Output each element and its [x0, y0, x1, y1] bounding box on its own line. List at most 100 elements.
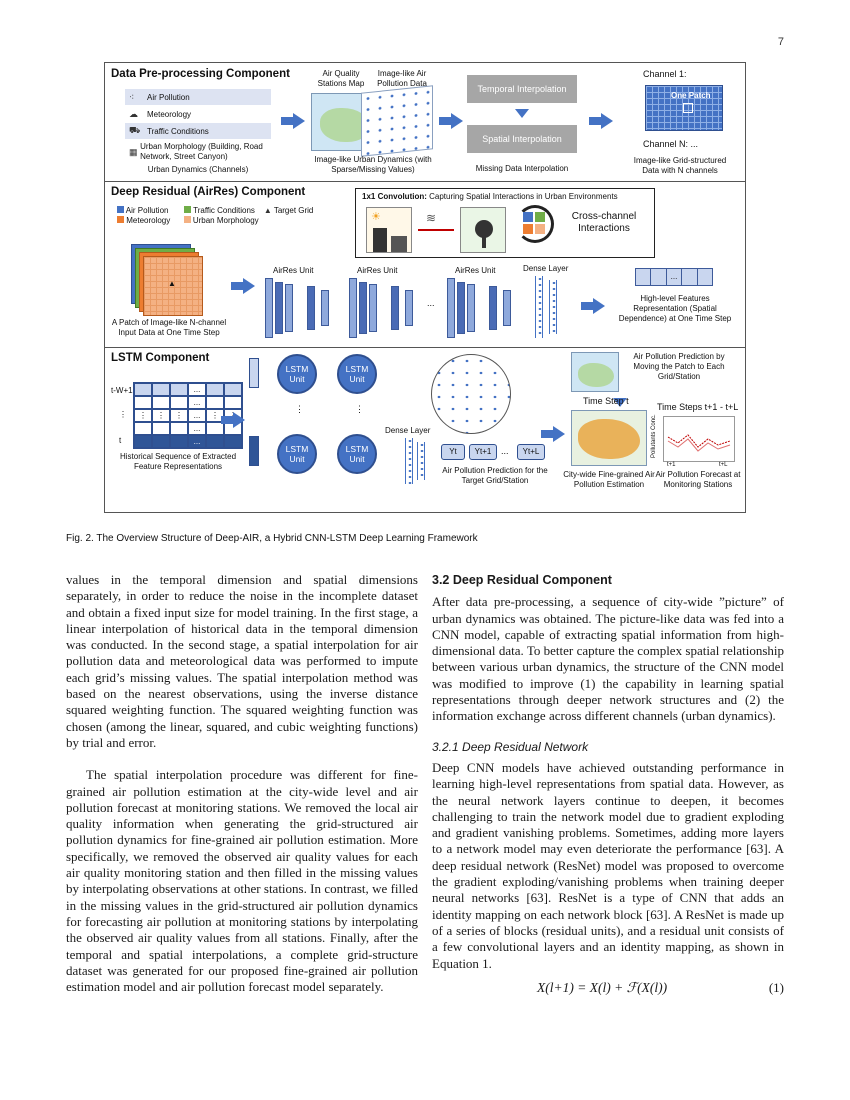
right-column: 3.2 Deep Residual Component After data p…: [432, 572, 784, 1002]
row-label-last: t: [119, 436, 122, 445]
cloud-icon: ☁: [129, 108, 138, 119]
channel1-label: Channel 1:: [643, 69, 687, 79]
one-patch-label: One Patch: [671, 91, 711, 100]
page-number: 7: [777, 36, 784, 48]
airres-unit-1-label: AirRes Unit: [273, 266, 314, 275]
lstm-dense-2: [417, 442, 425, 480]
panel-deep-residual: Deep Residual (AirRes) Component Air Pol…: [105, 181, 745, 347]
channel1-grid: [645, 85, 723, 131]
right-para-2: Deep CNN models have achieved outstandin…: [432, 759, 784, 971]
cycle-icon: [516, 205, 554, 243]
panel-lstm: LSTM Component t-W+1 ⋮ t ... ... ⋮⋮⋮...⋮…: [105, 347, 745, 513]
zoom-circle: [431, 354, 511, 434]
temporal-interpolation-box: Temporal Interpolation: [467, 75, 577, 103]
left-para-2: The spatial interpolation procedure was …: [66, 767, 418, 995]
arrow-right-icon: [231, 278, 255, 294]
chart-xtick-start: t+1: [667, 462, 676, 468]
time-steps-label: Time Steps t+1 - t+L: [657, 402, 739, 412]
units-ellipsis: ...: [427, 298, 435, 308]
conv-arrow: [418, 229, 454, 231]
channels-caption: Urban Dynamics (Channels): [147, 165, 249, 174]
dense-layer-1: [535, 276, 543, 338]
sparse-image-grid: [361, 85, 433, 157]
aq-map-label: Air Quality Stations Map: [317, 69, 365, 88]
y-ellipsis: ...: [501, 446, 509, 456]
row-label-mid: ⋮: [119, 410, 127, 419]
grid-caption: Image-like Grid-structured Data with N c…: [633, 156, 727, 175]
channelN-label: Channel N: ...: [643, 139, 699, 149]
arrow-right-icon: [541, 426, 565, 442]
target-grid-icon: ▲: [168, 279, 176, 288]
y-output-tL: Yt+L: [517, 444, 545, 460]
airres-unit-2: [349, 278, 419, 338]
vdots-2: ⋮: [355, 404, 364, 414]
arrow-right-icon: [439, 113, 463, 129]
sequence-caption: Historical Sequence of Extracted Feature…: [119, 452, 237, 471]
panel-data-preprocessing: Data Pre-processing Component ⁖Air Pollu…: [105, 63, 745, 181]
arrow-right-icon: [589, 113, 613, 129]
moving-patch-caption: Air Pollution Prediction by Moving the P…: [633, 352, 725, 381]
patch-layer-4: [143, 256, 203, 316]
right-para-1: After data pre-processing, a sequence of…: [432, 594, 784, 724]
channel-urban-morphology: ▦Urban Morphology (Building, Road Networ…: [129, 142, 263, 161]
panel2-title: Deep Residual (AirRes) Component: [111, 186, 306, 198]
airres-unit-1: [265, 278, 335, 338]
citywide-estimation-map: [571, 410, 647, 466]
channel-legend: Air Pollution Traffic Conditions ▲ Targe…: [117, 206, 357, 226]
lstm-unit-2: LSTM Unit: [337, 354, 377, 394]
arrow-right-icon: [281, 113, 305, 129]
chart-ylabel: Pollutants Conc.: [651, 414, 657, 458]
figure-deep-air-overview: Data Pre-processing Component ⁖Air Pollu…: [104, 62, 746, 513]
city-icon: ☀: [366, 207, 412, 253]
lstm-unit-1: LSTM Unit: [277, 354, 317, 394]
input-vector-bottom: [249, 436, 259, 466]
park-icon: [460, 207, 506, 253]
airres-unit-3: [447, 278, 517, 338]
feature-sequence-table: ... ... ⋮⋮⋮...⋮⋮ ... ...: [133, 382, 243, 449]
moving-patch-map: [571, 352, 619, 392]
forecast-lines: [667, 434, 731, 452]
urban-dynamics-caption: Image-like Urban Dynamics (with Sparse/M…: [314, 155, 432, 174]
y-output-t1: Yt+1: [469, 444, 497, 460]
lstm-unit-4: LSTM Unit: [337, 434, 377, 474]
dense-layer-2: [549, 280, 557, 334]
arrow-down-icon: [515, 109, 529, 118]
section-heading: 3.2 Deep Residual Component: [432, 573, 612, 587]
vdots-1: ⋮: [295, 404, 304, 414]
conv-1x1-box: 1x1 Convolution: Capturing Spatial Inter…: [355, 188, 655, 258]
dense-layer-label: Dense Layer: [523, 264, 569, 273]
citywide-caption: City-wide Fine-grained Air Pollution Est…: [563, 470, 655, 489]
left-para-1: values in the temporal dimension and spa…: [66, 572, 418, 750]
y-output-t: Yt: [441, 444, 465, 460]
missing-caption: Missing Data Interpolation: [475, 164, 569, 173]
channel-air-pollution: ⁖Air Pollution: [125, 89, 271, 105]
feature-vector: ...: [635, 268, 713, 286]
channel-traffic: ⛟Traffic Conditions: [125, 123, 271, 139]
forecast-caption: Air Pollution Forecast at Monitoring Sta…: [655, 470, 741, 489]
features-caption: High-level Features Representation (Spat…: [618, 294, 732, 323]
panel1-title: Data Pre-processing Component: [111, 68, 290, 80]
lstm-dense-label: Dense Layer: [385, 426, 431, 435]
forecast-chart: [663, 416, 735, 462]
time-step-t-label: Time Step t: [583, 396, 629, 406]
input-vector-top: [249, 358, 259, 388]
lstm-dense-1: [405, 438, 413, 484]
left-column: values in the temporal dimension and spa…: [66, 572, 418, 995]
prediction-caption: Air Pollution Prediction for the Target …: [442, 466, 548, 485]
conv-title: 1x1 Convolution: Capturing Spatial Inter…: [362, 192, 618, 201]
patch-marker: [683, 103, 693, 113]
building-icon: ▦: [129, 147, 138, 157]
equation-text: X(l+1) = X(l) + ℱ(X(l)): [537, 979, 668, 995]
spatial-interpolation-box: Spatial Interpolation: [467, 125, 577, 153]
subsection-heading: 3.2.1 Deep Residual Network: [432, 739, 589, 754]
image-like-label: Image-like Air Pollution Data: [377, 69, 427, 88]
arrow-right-icon: [581, 298, 605, 314]
arrow-down-icon: [613, 398, 627, 407]
cross-channel-label: Cross-channel Interactions: [571, 211, 637, 234]
equation-number: (1): [768, 979, 784, 995]
car-icon: ⛟: [129, 125, 141, 135]
particles-icon: ⁖: [129, 91, 135, 102]
figure-caption: Fig. 2. The Overview Structure of Deep-A…: [66, 533, 478, 544]
chart-xtick-end: t+L: [719, 462, 728, 468]
equation-1: X(l+1) = X(l) + ℱ(X(l)) (1): [432, 980, 784, 1002]
